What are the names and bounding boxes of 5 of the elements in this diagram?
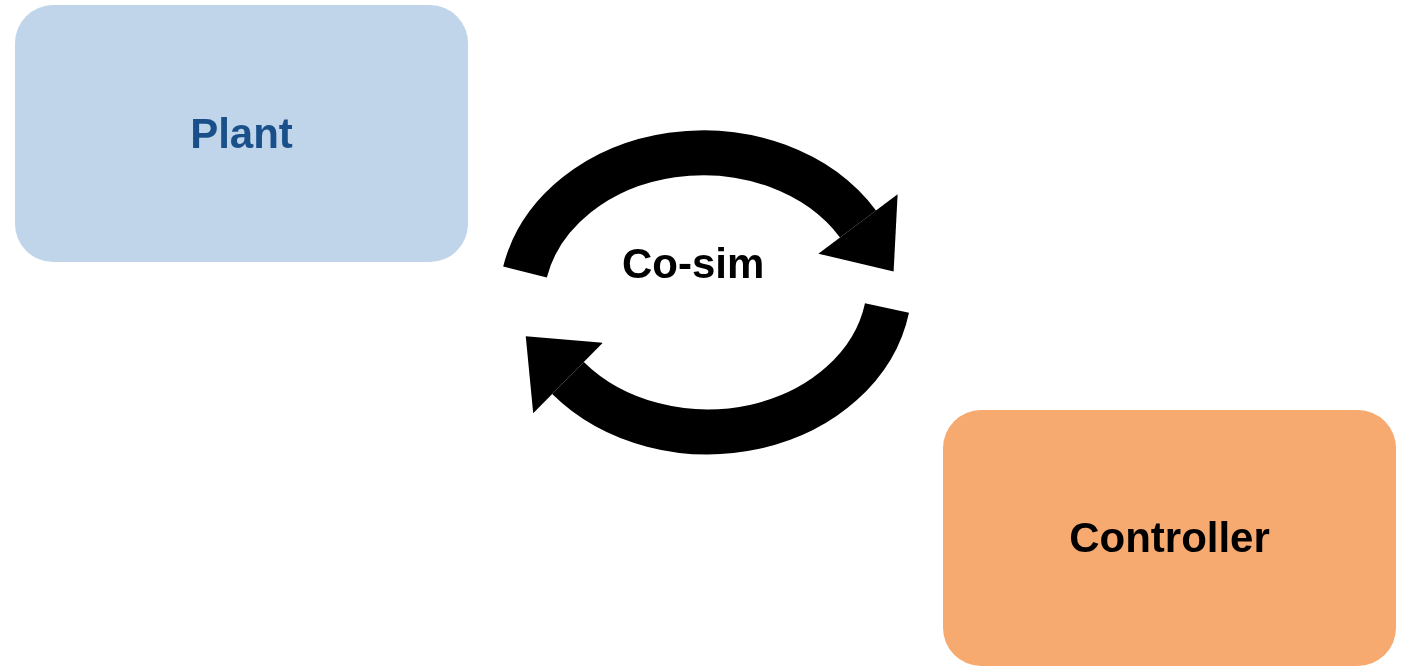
box-label: Plant bbox=[190, 109, 293, 158]
process-box bbox=[943, 410, 1396, 666]
box-label: Controller bbox=[1069, 514, 1270, 562]
icon-caption: Co-sim bbox=[622, 240, 765, 288]
process-box bbox=[15, 5, 468, 262]
